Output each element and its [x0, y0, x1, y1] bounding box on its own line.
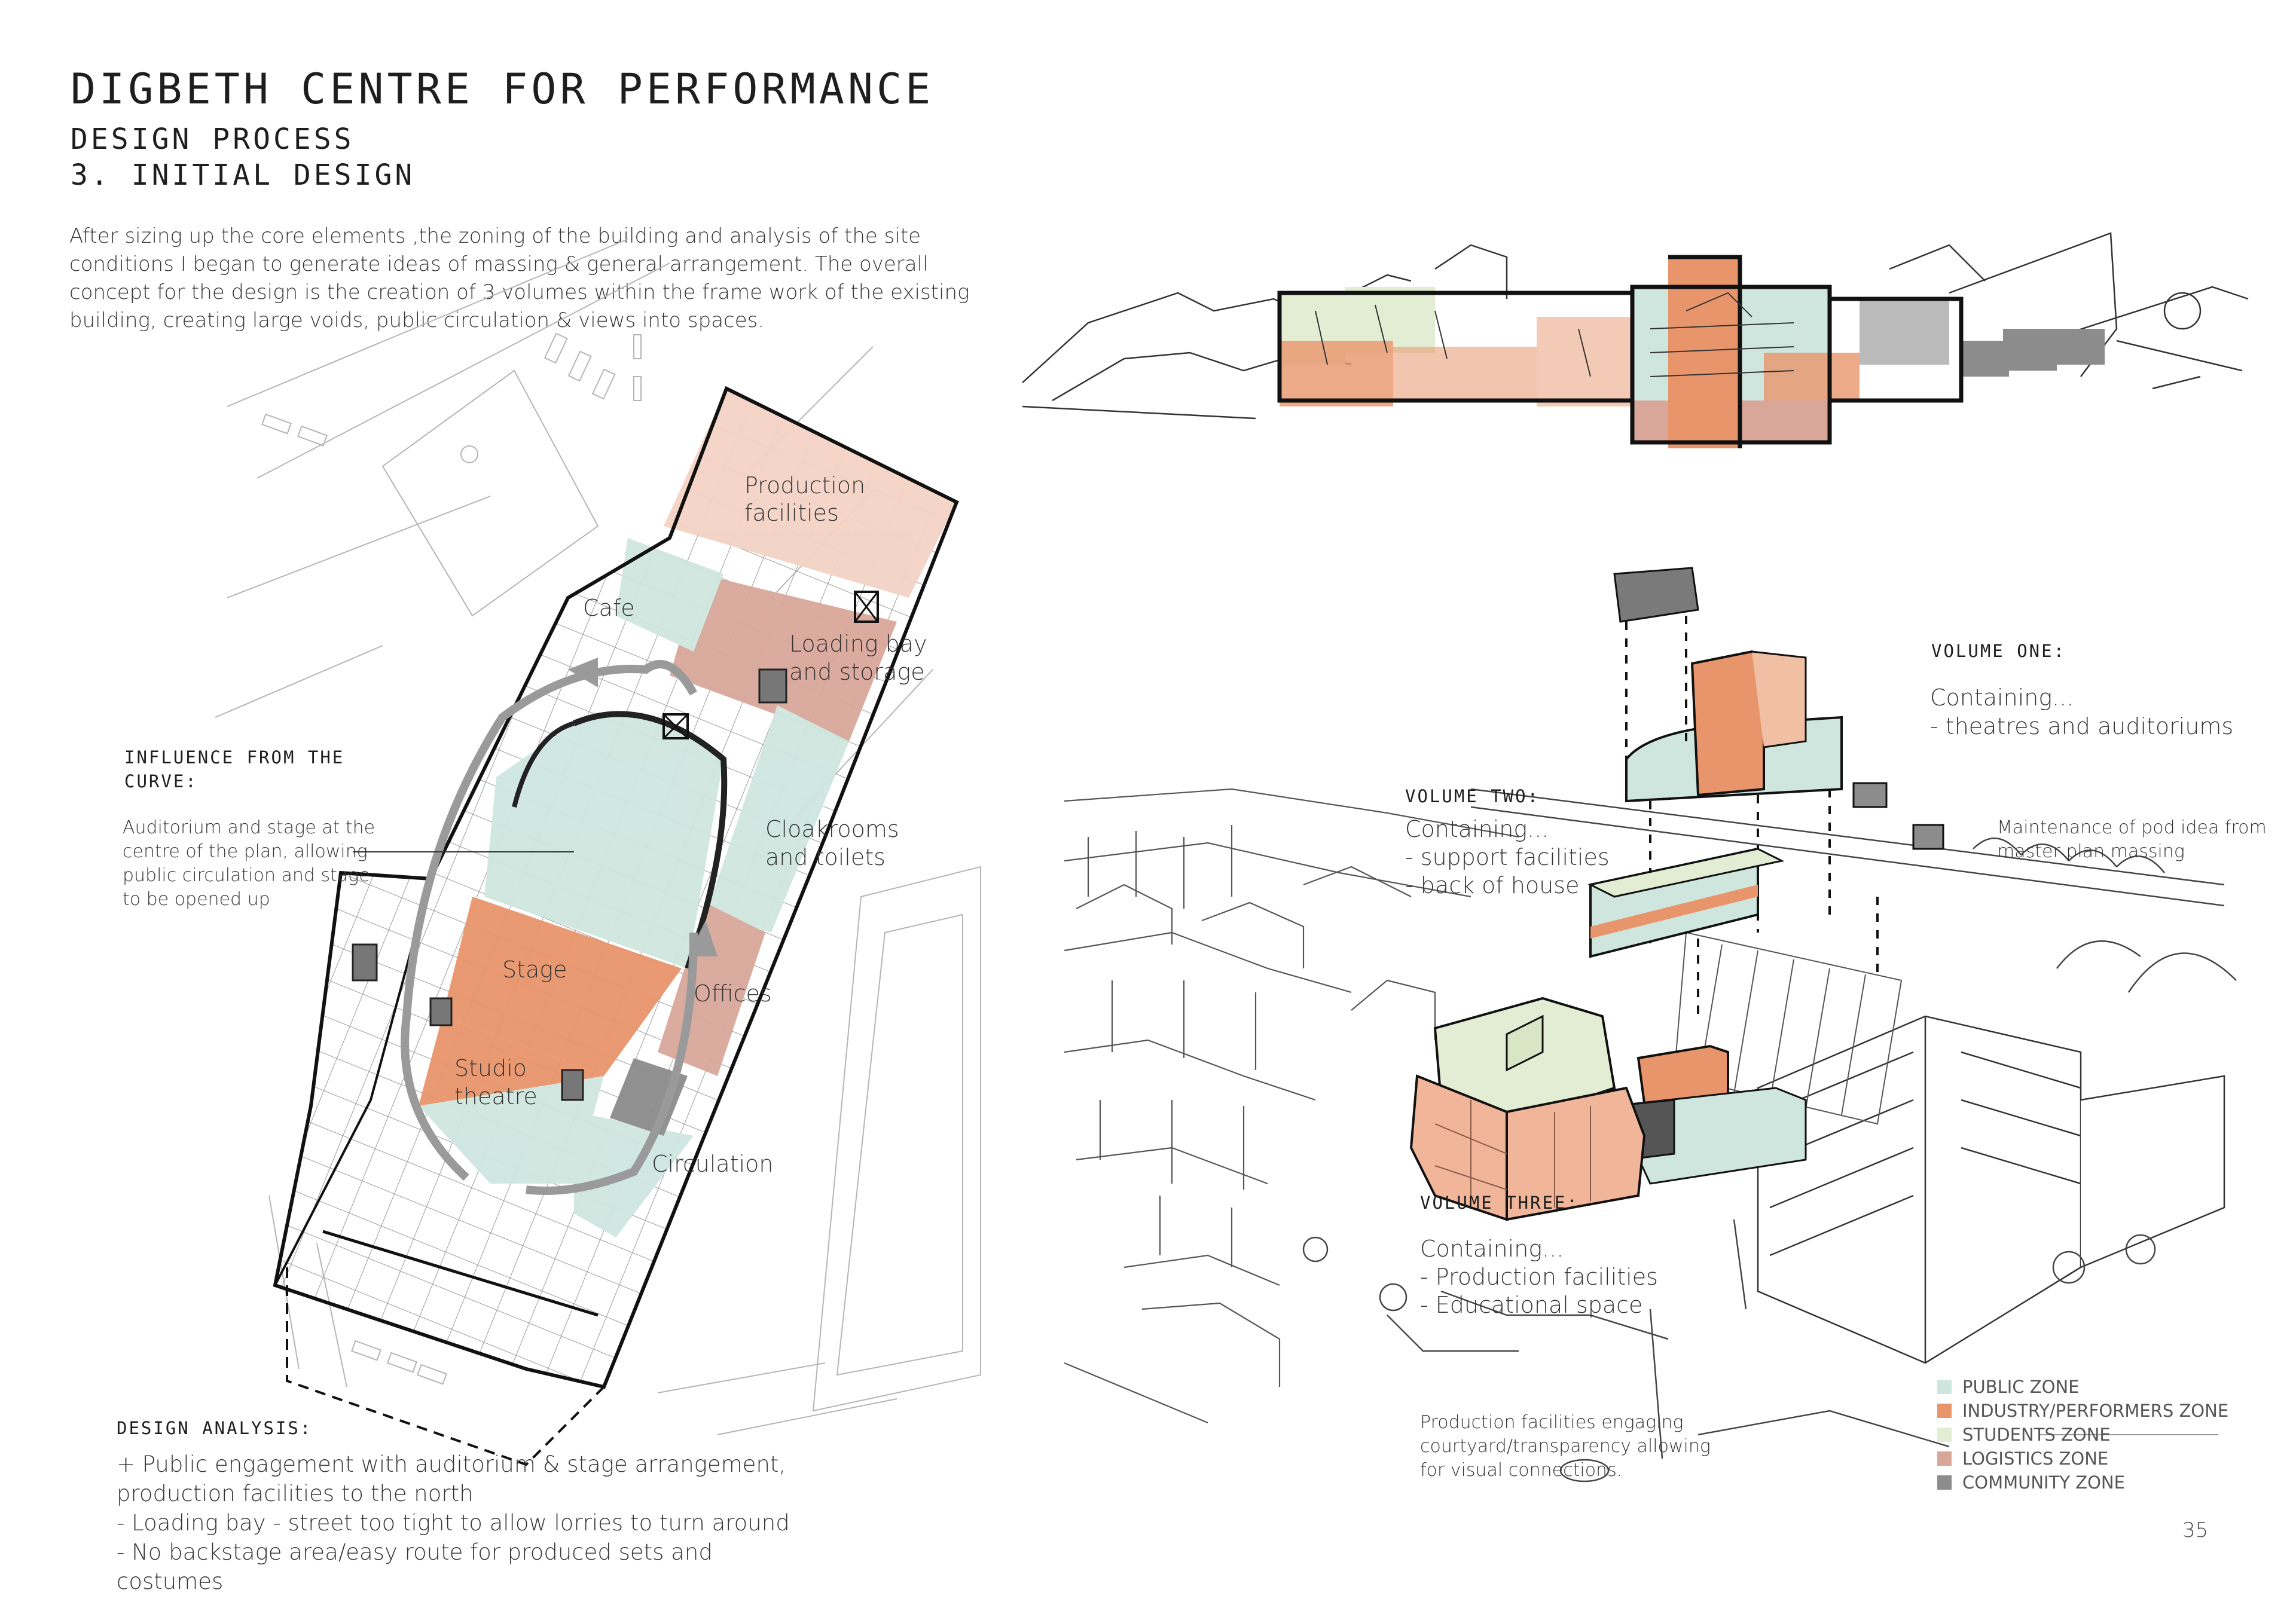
page-subtitle-process: DESIGN PROCESS: [71, 123, 355, 156]
label-loading-2: and storage: [789, 659, 925, 685]
label-stage: Stage: [502, 956, 567, 983]
label-studio-2: theatre: [454, 1083, 538, 1109]
influence-note: Auditorium and stage at the centre of th…: [123, 817, 375, 910]
page-number: 35: [2182, 1518, 2209, 1542]
volume-two-line1: Containing...: [1405, 816, 1549, 842]
legend-swatch: [1937, 1451, 1952, 1466]
zone-production: [664, 389, 957, 598]
legend-swatch: [1937, 1404, 1952, 1418]
volume-one-heading: VOLUME ONE:: [1931, 641, 2066, 661]
volume-one-line2: - theatres and auditoriums: [1930, 713, 2234, 739]
volume-one-flytower: [1690, 650, 1765, 797]
legend-item-public: PUBLIC ZONE: [1937, 1375, 2228, 1399]
volume-three-line2: - Production facilities: [1420, 1264, 1658, 1290]
page-subtitle-stage: 3. INITIAL DESIGN: [71, 158, 416, 192]
volume-three-heading: VOLUME THREE:: [1420, 1193, 1579, 1213]
axonometric-volumes-drawing: [1064, 567, 2237, 1483]
legend-item-industry: INDUSTRY/PERFORMERS ZONE: [1937, 1399, 2228, 1423]
pod-roof: [1613, 567, 1699, 623]
zone-auditorium: [484, 714, 723, 968]
page-title: DIGBETH CENTRE FOR PERFORMANCE: [71, 65, 935, 114]
volume-three-lower-right: [1506, 1086, 1646, 1221]
legend-item-logistics: LOGISTICS ZONE: [1937, 1447, 2228, 1471]
zone-loading: [670, 574, 897, 741]
legend-item-community: COMMUNITY ZONE: [1937, 1471, 2228, 1494]
courtyard-note: Production facilities engaging courtyard…: [1420, 1412, 1711, 1481]
zone-circulation-core: [610, 1058, 688, 1136]
label-cafe: Cafe: [583, 595, 635, 621]
volume-two-heading: VOLUME TWO:: [1405, 786, 1540, 806]
influence-heading-1: INFLUENCE FROM THE: [124, 747, 345, 768]
analysis-list: + Public engagement with auditorium & st…: [117, 1451, 790, 1594]
intro-paragraph: After sizing up the core elements ,the z…: [69, 224, 970, 332]
volume-three-line1: Containing...: [1420, 1236, 1564, 1262]
legend-swatch: [1937, 1428, 1952, 1442]
label-offices: Offices: [694, 980, 772, 1007]
section-drawing: [1022, 232, 2249, 448]
label-loading-1: Loading bay: [789, 631, 927, 657]
label-cloakrooms-2: and toilets: [765, 844, 886, 870]
zone-legend: PUBLIC ZONE INDUSTRY/PERFORMERS ZONE STU…: [1937, 1375, 2228, 1494]
volume-two-line3: - back of house: [1405, 872, 1580, 898]
legend-swatch: [1937, 1475, 1952, 1490]
volume-three-line3: - Educational space: [1420, 1292, 1643, 1318]
influence-heading-2: CURVE:: [124, 771, 198, 791]
zone-stage: [442, 897, 682, 1076]
label-production-2: facilities: [744, 500, 839, 526]
analysis-heading: DESIGN ANALYSIS:: [117, 1418, 313, 1438]
label-cloakrooms-1: Cloakrooms: [765, 816, 899, 842]
pod-note: Maintenance of pod idea from master plan…: [1997, 817, 2267, 862]
legend-swatch: [1937, 1380, 1952, 1394]
label-circulation: Circulation: [652, 1151, 774, 1177]
volume-two-line2: - support facilities: [1405, 844, 1610, 870]
legend-item-students: STUDENTS ZONE: [1937, 1423, 2228, 1447]
zone-cloakrooms: [706, 705, 849, 933]
volume-one-line1: Containing...: [1930, 684, 2074, 711]
label-studio-1: Studio: [454, 1055, 527, 1081]
label-production-1: Production: [744, 472, 866, 499]
